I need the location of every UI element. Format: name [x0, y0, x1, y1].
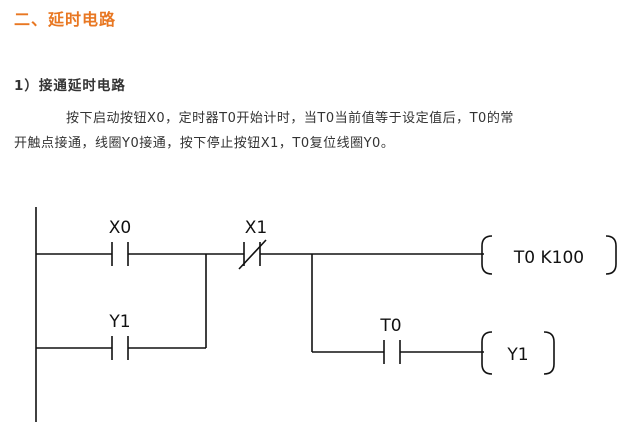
description-paragraph: 按下启动按钮X0，定时器T0开始计时，当T0当前值等于设定值后，T0的常 开触点… — [14, 106, 630, 156]
paragraph-line-2: 开触点接通，线圈Y0接通，按下停止按钮X1，T0复位线圈Y0。 — [14, 136, 395, 151]
contact-x0-label: X0 — [109, 218, 131, 238]
y1-coil-left-bracket — [481, 331, 493, 375]
timer-coil-right-bracket — [605, 235, 617, 275]
paragraph-line-1: 按下启动按钮X0，定时器T0开始计时，当T0当前值等于设定值后，T0的常 — [66, 111, 514, 126]
section-title: 二、延时电路 — [14, 10, 117, 29]
x1-contact-slash — [238, 239, 267, 270]
y1-coil-right-bracket — [543, 331, 555, 375]
timer-coil-left-bracket — [481, 235, 493, 275]
ladder-wires — [35, 207, 617, 422]
contact-y1-label: Y1 — [108, 312, 130, 332]
y1-coil-label: Y1 — [506, 345, 528, 365]
subsection-title: 1）接通延时电路 — [14, 78, 126, 94]
contact-x1-label: X1 — [245, 218, 267, 238]
contact-t0-label: T0 — [379, 316, 401, 336]
timer-coil-label: T0 K100 — [513, 248, 584, 268]
